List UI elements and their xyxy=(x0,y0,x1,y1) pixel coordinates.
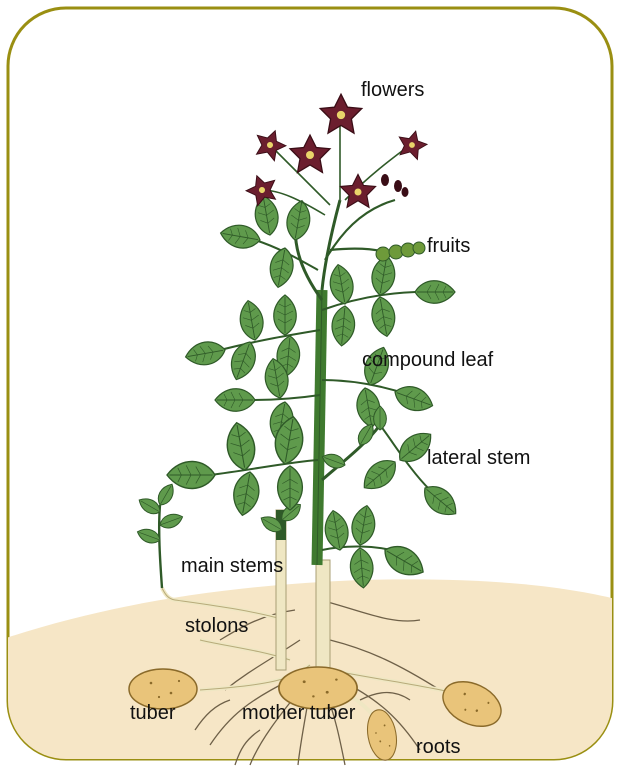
label-tuber: tuber xyxy=(130,703,176,723)
label-roots: roots xyxy=(416,737,460,757)
label-fruits: fruits xyxy=(427,236,470,256)
label-stolons: stolons xyxy=(185,616,248,636)
label-compound-leaf: compound leaf xyxy=(362,350,493,370)
label-flowers: flowers xyxy=(361,80,424,100)
label-main-stems: main stems xyxy=(181,556,283,576)
label-lateral-stem: lateral stem xyxy=(427,448,530,468)
label-mother-tuber: mother tuber xyxy=(242,703,355,723)
